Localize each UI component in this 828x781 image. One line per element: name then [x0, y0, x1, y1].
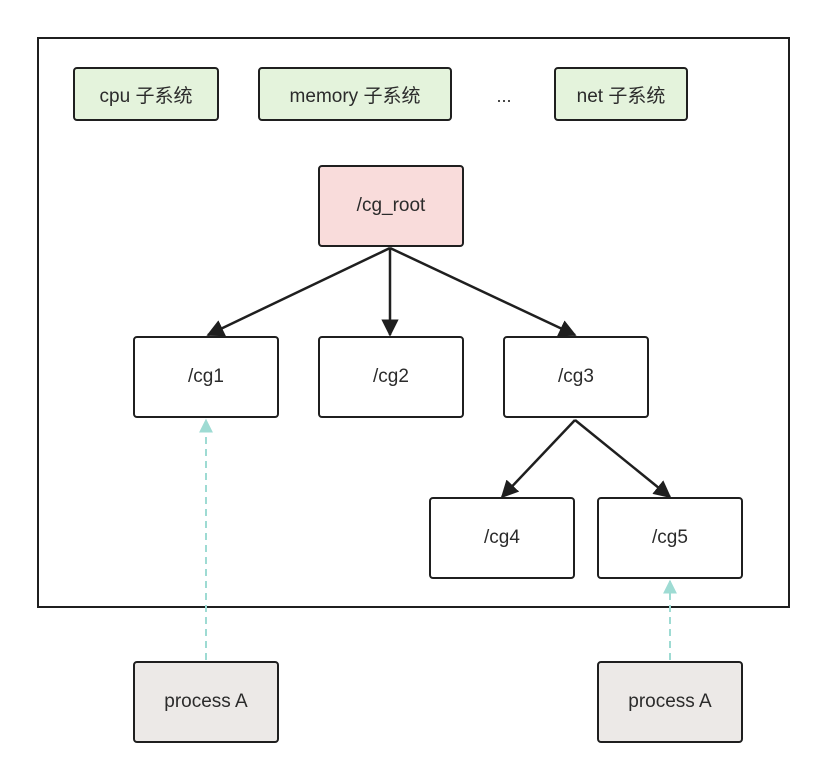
cgroup-cg4: /cg4	[429, 497, 575, 579]
subsystem-memory: memory 子系统	[258, 67, 452, 121]
cgroup-root: /cg_root	[318, 165, 464, 247]
cgroup-hierarchy-frame	[37, 37, 790, 608]
subsystem-cpu: cpu 子系统	[73, 67, 219, 121]
process-a-right: process A	[597, 661, 743, 743]
cgroup-cg1: /cg1	[133, 336, 279, 418]
edge-root-cg3	[389, 246, 577, 337]
cgroup-cg2: /cg2	[318, 336, 464, 418]
edge-cg3-cg5	[574, 419, 672, 499]
edge-root-cg1	[206, 246, 391, 337]
subsystem-net: net 子系统	[554, 67, 688, 121]
cgroup-cg3: /cg3	[503, 336, 649, 418]
cgroup-cg5: /cg5	[597, 497, 743, 579]
process-a-left: process A	[133, 661, 279, 743]
subsystem-ellipsis: ...	[496, 86, 512, 106]
edge-cg3-cg4	[500, 419, 576, 499]
